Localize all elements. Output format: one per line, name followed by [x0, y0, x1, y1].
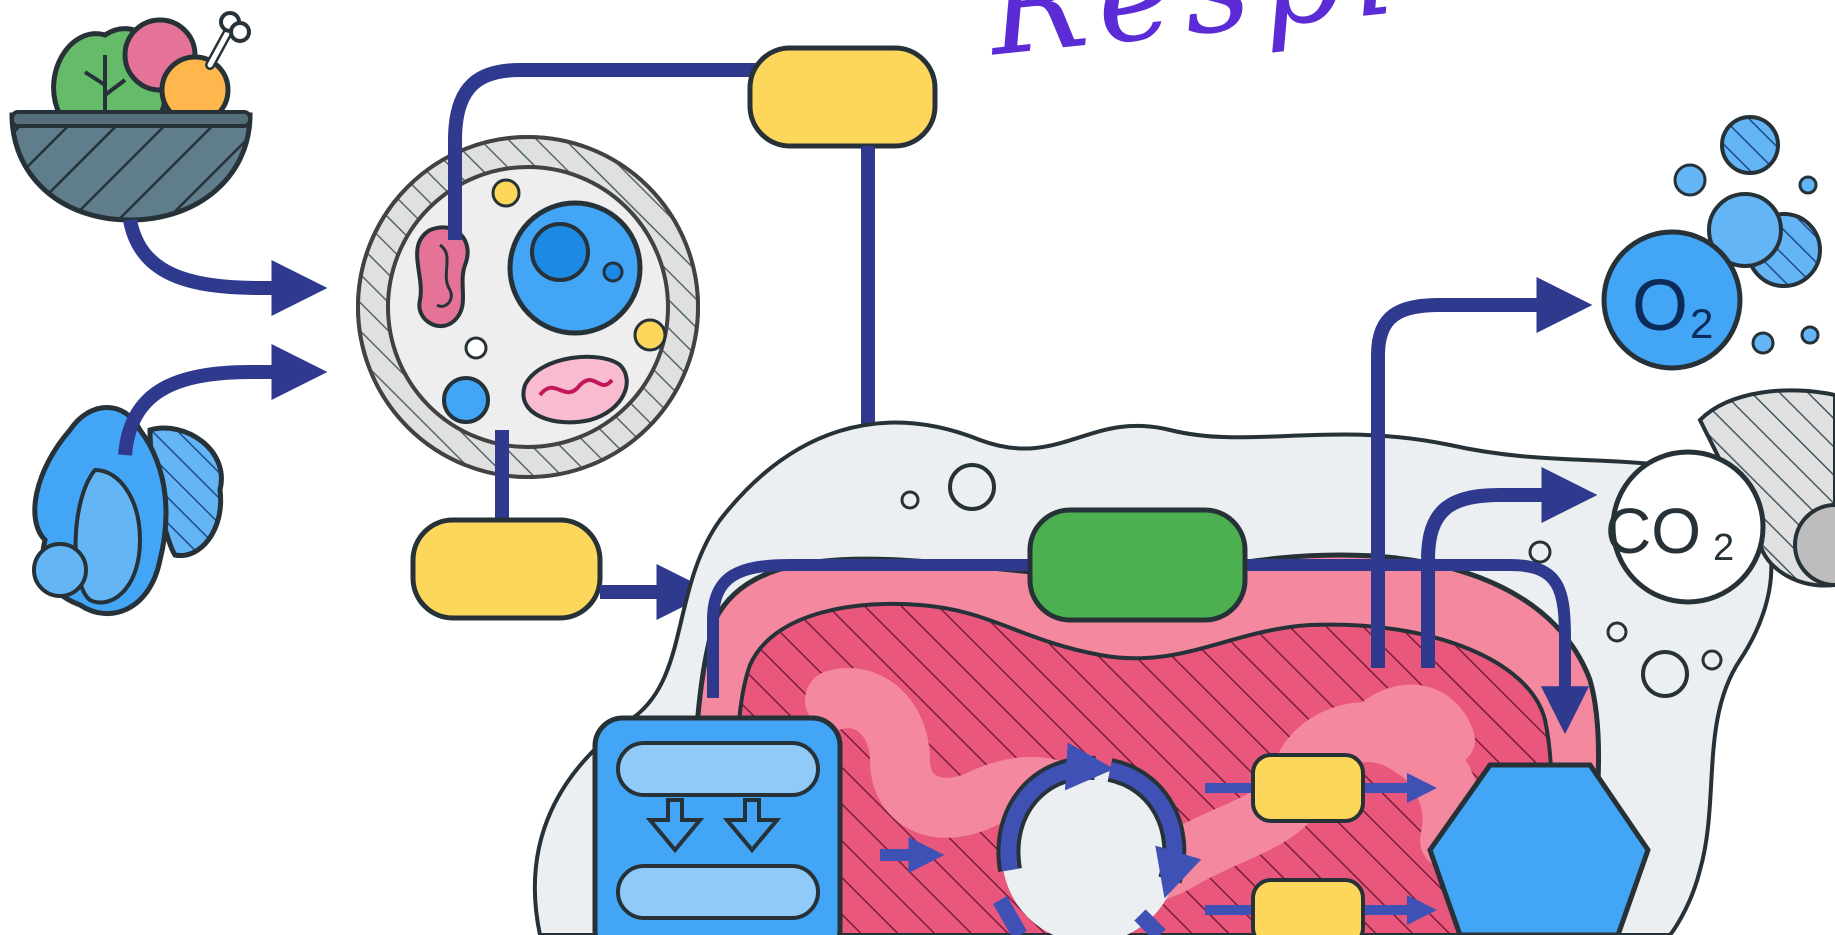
top-yellow-box — [750, 48, 935, 146]
etc-yellow-box-upper — [1253, 755, 1363, 821]
diagram-title: Respi — [979, 0, 1411, 86]
bubble — [1608, 623, 1626, 641]
etc-yellow-box-lower — [1253, 880, 1363, 935]
co2-label: CO — [1605, 495, 1701, 567]
lower-yellow-box — [413, 520, 600, 618]
cycle-icon — [1000, 767, 1178, 935]
bubble — [902, 492, 918, 508]
green-box — [1030, 510, 1245, 620]
food-bowl-icon — [12, 13, 250, 220]
blue-panel — [595, 718, 840, 935]
arrow-food-to-cell — [130, 220, 305, 288]
cell-icon — [358, 137, 698, 477]
bubble — [1530, 542, 1550, 562]
oxygen-label: O — [1632, 266, 1688, 346]
co2-subscript: 2 — [1713, 527, 1734, 569]
oxygen-subscript: 2 — [1690, 300, 1713, 347]
bubble — [1703, 651, 1721, 669]
bubble — [1643, 652, 1687, 696]
bubble — [950, 465, 994, 509]
